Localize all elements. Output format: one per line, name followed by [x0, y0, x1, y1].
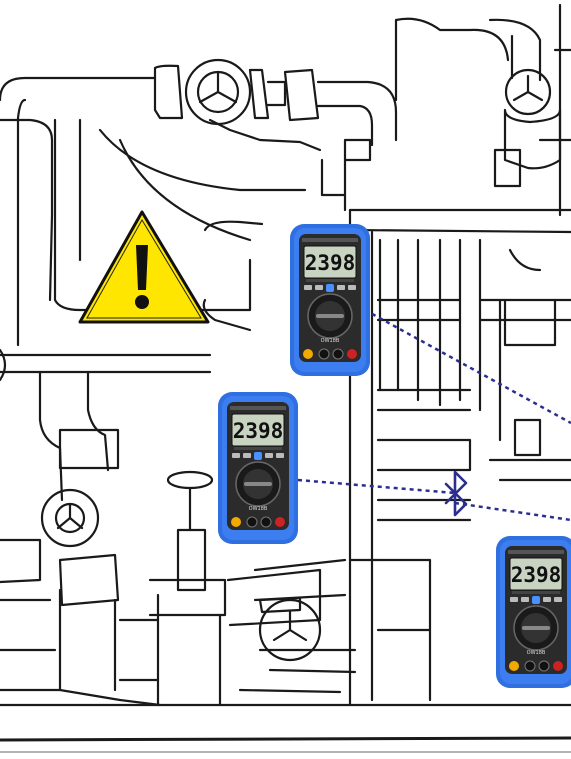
- meter-model-label: OW18B: [321, 338, 340, 344]
- meter-reading: 2398: [305, 251, 356, 275]
- pipework-drawing: [0, 5, 571, 752]
- link-line: [365, 310, 571, 423]
- multimeter-1: 2398 OW18B: [290, 224, 370, 376]
- warning-icon: [80, 212, 208, 322]
- link-line: [298, 480, 455, 493]
- bluetooth-icon: [446, 472, 466, 515]
- link-line: [455, 503, 571, 520]
- meter-reading: 2398: [233, 419, 284, 443]
- meter-reading: 2398: [511, 563, 562, 587]
- multimeter-2: 2398 OW18B: [218, 392, 298, 544]
- meter-model-label: OW18B: [249, 506, 268, 512]
- meter-model-label: OW18B: [527, 650, 546, 656]
- multimeter-3: 2398 OW18B: [496, 536, 571, 688]
